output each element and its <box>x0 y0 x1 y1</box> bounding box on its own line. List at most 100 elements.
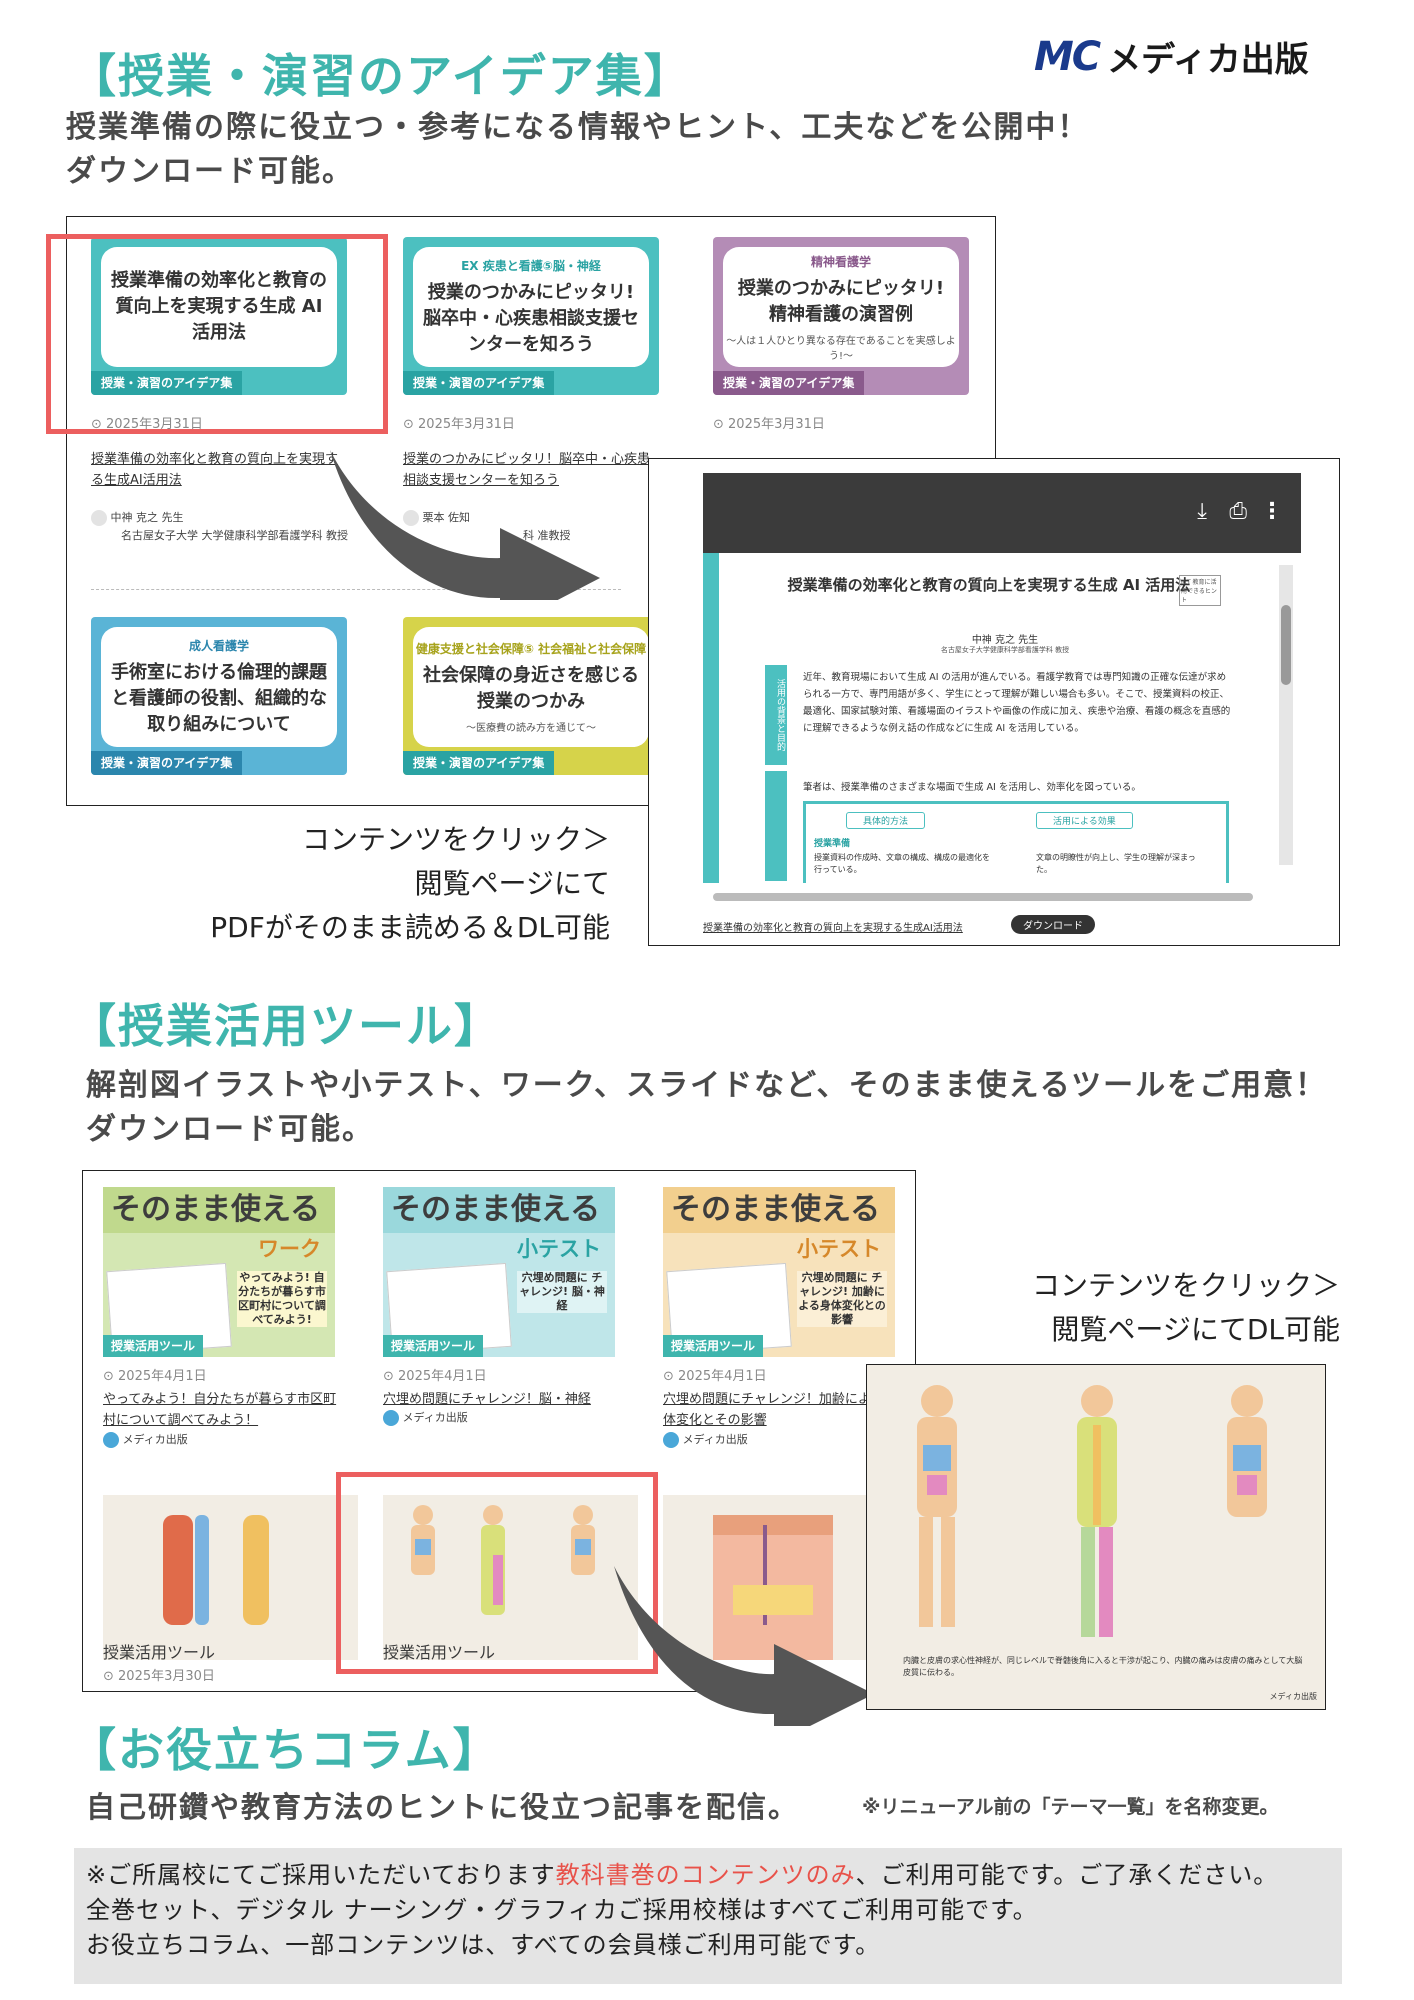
tool-tag: 授業活用ツール <box>383 1643 496 1660</box>
idea-card-title: 手術室における倫理的課題と看護師の役割、組織的な取り組みについて <box>111 661 327 735</box>
idea-card-link[interactable]: 授業のつかみにピッタリ！脳卒中・心疾患相談支援センターを知ろう <box>403 452 651 488</box>
tool-bubble: やってみよう! 自分たちが暮らす市区町村について調べてみよう! <box>237 1271 327 1327</box>
section3-note: ※リニューアル前の「テーマ一覧」を名称変更。 <box>862 1796 1279 1818</box>
pdf-scrollbar[interactable] <box>1279 565 1293 865</box>
idea-card-category: 精神看護学 <box>810 254 871 269</box>
brand-logo-mark: MC <box>1034 33 1101 80</box>
tool-bubble: 穴埋め問題に チャレンジ! 脳・神経 <box>517 1271 607 1313</box>
idea-card[interactable]: 健康支援と社会保障⑤ 社会福祉と社会保障 社会保障の身近さを感じる授業のつかみ … <box>403 617 659 775</box>
tool-date: ⊙ 2025年4月1日 <box>103 1369 207 1384</box>
pdf-hscrollbar[interactable] <box>713 893 1253 901</box>
section1-caption: コンテンツをクリック＞ 閲覧ページにて PDFがそのまま読める＆DL可能 <box>210 823 610 944</box>
idea-card-link[interactable]: 授業準備の効率化と教育の質向上を実現する生成AI活用法 <box>91 452 339 488</box>
tool-link[interactable]: 穴埋め問題にチャレンジ！脳・神経 <box>383 1392 591 1407</box>
section3-lead: 自己研鑽や教育方法のヒントに役立つ記事を配信。 <box>86 1790 800 1824</box>
tool-kind: 小テスト <box>797 1237 881 1261</box>
preview-note: 内臓と皮膚の求心性神経が、同じレベルで脊髄後角に入ると干渉が起こり、内臓の痛みは… <box>903 1656 1303 1677</box>
tool-tag: 授業活用ツール <box>103 1335 204 1357</box>
section2-caption: コンテンツをクリック＞ 閲覧ページにてDL可能 <box>1031 1269 1340 1346</box>
pdf-side-label: 活用の背景と目的 <box>765 665 787 765</box>
notice-line3: お役立ちコラム、一部コンテンツは、すべての会員様ご利用可能です。 <box>86 1931 881 1959</box>
section1-lead: 授業準備の際に役立つ・参考になる情報やヒント、工夫などを公開中！ ダウンロード可… <box>66 106 1089 194</box>
idea-card[interactable]: 精神看護学 授業のつかみにピッタリ! 精神看護の演習例 〜人は１人ひとり異なる存… <box>713 237 969 395</box>
print-icon[interactable]: ⎙ <box>1229 499 1247 524</box>
section2-lead-line1: 解剖図イラストや小テスト、ワーク、スライドなど、そのまま使えるツールをご用意！ <box>86 1068 1328 1103</box>
idea-card-author: 栗本 佐知 科 准教授 <box>403 509 633 545</box>
section1-lead-line1: 授業準備の際に役立つ・参考になる情報やヒント、工夫などを公開中！ <box>66 110 1090 145</box>
tool-list-screenshot: そのまま使える ワーク やってみよう! 自分たちが暮らす市区町村について調べてみ… <box>82 1170 916 1692</box>
idea-card-subtitle: 〜人は１人ひとり異なる存在であることを実感しよう!〜 <box>726 335 956 362</box>
idea-card[interactable]: EX 疾患と看護⑤脳・神経 授業のつかみにピッタリ! 脳卒中・心疾患相談支援セン… <box>403 237 659 395</box>
notice-line1: ※ご所属校にてご採用いただいております教科書巻のコンテンツのみ、ご利用可能です。… <box>86 1861 1279 1889</box>
tool-date: ⊙ 2025年4月1日 <box>663 1369 767 1384</box>
section2-lead-line2: ダウンロード可能。 <box>86 1112 374 1147</box>
pdf-badge: ICT 教育に活用できるヒント <box>1179 575 1221 606</box>
pdf-bullet: 文章の明瞭性が向上し、学生の理解が深まった。 <box>1036 853 1196 874</box>
idea-card-author: 中神 克之 先生 名古屋女子大学 大学健康科学部看護学科 教授 <box>91 509 361 545</box>
pdf-bullet: 授業資料の作成時、文章の構成、構成の最適化を行っている。 <box>814 853 990 874</box>
tool-publisher: メディカ出版 <box>663 1431 748 1449</box>
arrow-icon <box>614 1566 874 1726</box>
pdf-footer-link[interactable]: 授業準備の効率化と教育の質向上を実現する生成AI活用法 <box>703 923 963 934</box>
scroll-thumb[interactable] <box>1281 605 1291 685</box>
idea-card-date: ⊙ 2025年3月31日 <box>713 417 825 432</box>
idea-card-tag: 授業・演習のアイデア集 <box>403 371 555 395</box>
section3-title: 【お役立ちコラム】 <box>70 1723 501 1777</box>
dermatome-preview-illustration <box>917 1385 1267 1637</box>
pdf-side-bar <box>765 771 787 881</box>
tool-head: そのまま使える <box>383 1187 615 1233</box>
tool-card[interactable]: そのまま使える 小テスト 穴埋め問題に チャレンジ! 脳・神経 授業活用ツール <box>383 1187 615 1357</box>
tool-kind: ワーク <box>258 1237 321 1261</box>
arrow-icon <box>330 450 600 600</box>
avatar <box>91 510 107 526</box>
highlight-frame <box>336 1472 658 1674</box>
idea-card-tag: 授業・演習のアイデア集 <box>91 371 243 395</box>
idea-card[interactable]: 成人看護学 手術室における倫理的課題と看護師の役割、組織的な取り組みについて 授… <box>91 617 347 775</box>
pdf-viewer-screenshot: ⤓ ⎙ ⋮ 授業準備の効率化と教育の質向上を実現する生成 AI 活用法 ICT … <box>648 458 1340 946</box>
idea-card-category: EX 疾患と看護⑤脳・神経 <box>461 258 601 273</box>
tool-card[interactable]: そのまま使える ワーク やってみよう! 自分たちが暮らす市区町村について調べてみ… <box>103 1187 335 1357</box>
idea-card-title: 授業のつかみにピッタリ! 脳卒中・心疾患相談支援センターを知ろう <box>423 281 639 355</box>
brand-logo: MC メディカ出版 <box>1034 32 1309 81</box>
pdf-line2: 筆者は、授業準備のさまざまな場面で生成 AI を活用し、効率化を図っている。 <box>803 782 1141 793</box>
pdf-author: 中神 克之 先生 <box>971 635 1039 646</box>
idea-card-category: 健康支援と社会保障⑤ 社会福祉と社会保障 <box>415 642 647 656</box>
avatar <box>403 510 419 526</box>
tool-tag: 授業活用ツール <box>103 1643 216 1660</box>
muscle-illustration <box>163 1515 269 1625</box>
tool-card[interactable]: そのまま使える 小テスト 穴埋め問題に チャレンジ! 加齢による身体変化との影響… <box>663 1187 895 1357</box>
pdf-toolbar: ⤓ ⎙ ⋮ <box>703 473 1301 553</box>
highlight-frame <box>46 234 388 434</box>
anatomy-thumbnail[interactable]: 授業活用ツール <box>103 1495 358 1660</box>
pdf-pill: 活用による効果 <box>1036 812 1133 829</box>
dermatome-illustration <box>411 1505 595 1615</box>
divider <box>91 589 621 590</box>
tool-date: ⊙ 2025年3月30日 <box>103 1669 215 1684</box>
tool-publisher: メディカ出版 <box>383 1409 468 1427</box>
tool-link[interactable]: やってみよう！自分たちが暮らす市区町村について調べてみよう！ <box>103 1392 337 1428</box>
idea-card-title: 授業のつかみにピッタリ! 精神看護の演習例 <box>737 277 945 325</box>
usage-notice: ※ご所属校にてご採用いただいております教科書巻のコンテンツのみ、ご利用可能です。… <box>74 1848 1342 1984</box>
pdf-affiliation: 名古屋女子大学健康科学部看護学科 教授 <box>940 646 1070 654</box>
idea-card-date: ⊙ 2025年3月31日 <box>403 417 515 432</box>
section2-title: 【授業活用ツール】 <box>70 999 502 1053</box>
idea-card-title: 授業準備の効率化と教育の質向上を実現する生成 AI 活用法 <box>111 270 327 343</box>
notice-highlight: 教科書巻のコンテンツのみ <box>555 1861 856 1889</box>
pdf-doc-title: 授業準備の効率化と教育の質向上を実現する生成 AI 活用法 <box>787 576 1191 594</box>
download-icon[interactable]: ⤓ <box>1197 499 1207 524</box>
pdf-pill: 具体的方法 <box>846 812 926 829</box>
skin-illustration <box>713 1515 833 1660</box>
tool-publisher: メディカ出版 <box>103 1431 188 1449</box>
tool-date: ⊙ 2025年4月1日 <box>383 1369 487 1384</box>
more-icon[interactable]: ⋮ <box>1261 499 1283 524</box>
section2-lead: 解剖図イラストや小テスト、ワーク、スライドなど、そのまま使えるツールをご用意！ … <box>86 1064 1327 1152</box>
idea-card[interactable]: 授業準備の効率化と教育の質向上を実現する生成 AI 活用法 授業・演習のアイデア… <box>91 237 347 395</box>
tool-link[interactable]: 穴埋め問題にチャレンジ！加齢による身体変化とその影響 <box>663 1392 897 1428</box>
idea-card-tag: 授業・演習のアイデア集 <box>403 751 555 775</box>
pdf-page: 授業準備の効率化と教育の質向上を実現する生成 AI 活用法 ICT 教育に活用で… <box>703 553 1291 883</box>
idea-card-category: 成人看護学 <box>188 638 249 653</box>
tool-kind: 小テスト <box>517 1237 601 1261</box>
anatomy-thumbnail[interactable]: 授業活用ツール <box>383 1495 638 1660</box>
tool-head: そのまま使える <box>663 1187 895 1233</box>
download-button[interactable]: ダウンロード <box>1011 915 1095 934</box>
